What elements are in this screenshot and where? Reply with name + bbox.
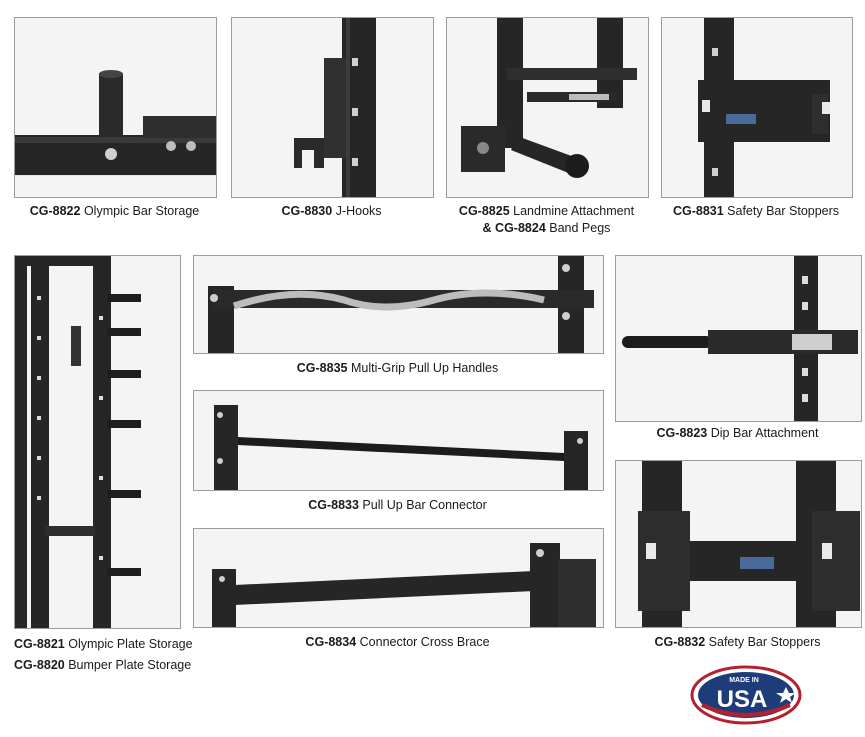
caption-olympic-bar-storage: CG-8822 Olympic Bar Storage	[14, 203, 215, 220]
product-name: Bumper Plate Storage	[68, 658, 192, 672]
product-code: CG-8830	[281, 204, 333, 218]
photo-j-hooks	[231, 17, 434, 198]
safety-stoppers-illustration	[698, 18, 830, 197]
photo-safety-bar-stoppers-bottom	[615, 460, 862, 628]
product-name: J-Hooks	[335, 204, 382, 218]
caption-safety-bar-stoppers-bottom: CG-8832 Safety Bar Stoppers	[615, 634, 860, 651]
product-name: Olympic Plate Storage	[68, 637, 193, 651]
product-code: CG-8823	[656, 426, 708, 440]
pull-up-bar-illustration	[214, 405, 588, 490]
product-code: CG-8821	[14, 637, 65, 651]
product-name: Safety Bar Stoppers	[708, 635, 821, 649]
olympic-bar-storage-illustration	[15, 70, 216, 176]
photo-landmine-attachment	[446, 17, 649, 198]
product-code: CG-8833	[308, 498, 359, 512]
photo-multi-grip-handles	[193, 255, 604, 354]
product-name: Dip Bar Attachment	[710, 426, 819, 440]
product-name: Connector Cross Brace	[359, 635, 490, 649]
photo-pull-up-bar-connector	[193, 390, 604, 491]
photo-plate-storage	[14, 255, 181, 629]
product-code: & CG-8824	[482, 221, 546, 235]
caption-safety-bar-stoppers-top: CG-8831 Safety Bar Stoppers	[661, 203, 851, 220]
product-name: Olympic Bar Storage	[83, 204, 200, 218]
usa-badge-icon: MADE IN USA	[690, 665, 802, 725]
product-code: CG-8822	[29, 204, 81, 218]
caption-connector-cross-brace: CG-8834 Connector Cross Brace	[193, 634, 602, 651]
badge-top-text: MADE IN	[729, 677, 759, 684]
product-name: Landmine Attachment	[513, 204, 635, 218]
photo-olympic-bar-storage	[14, 17, 217, 198]
made-in-usa-badge: MADE IN USA	[690, 665, 802, 725]
product-code: CG-8835	[296, 361, 348, 375]
product-code: CG-8825	[458, 204, 510, 218]
caption-j-hooks: CG-8830 J-Hooks	[231, 203, 432, 220]
multi-grip-illustration	[208, 256, 594, 353]
safety-stoppers-bottom-illustration	[638, 461, 860, 627]
caption-dip-bar-attachment: CG-8823 Dip Bar Attachment	[615, 425, 860, 442]
caption-plate-storage: CG-8821 Olympic Plate Storage CG-8820 Bu…	[14, 634, 214, 676]
photo-dip-bar-attachment	[615, 255, 862, 422]
photo-safety-bar-stoppers-top	[661, 17, 853, 198]
caption-pull-up-bar-connector: CG-8833 Pull Up Bar Connector	[193, 497, 602, 514]
product-code: CG-8831	[672, 204, 724, 218]
product-name: Safety Bar Stoppers	[727, 204, 840, 218]
product-name: Multi-Grip Pull Up Handles	[350, 361, 499, 375]
plate-storage-illustration	[15, 256, 141, 628]
product-code: CG-8834	[305, 635, 357, 649]
product-name: Pull Up Bar Connector	[362, 498, 487, 512]
product-name: Band Pegs	[549, 221, 611, 235]
dip-bar-illustration	[622, 256, 858, 421]
photo-connector-cross-brace	[193, 528, 604, 628]
j-hooks-illustration	[294, 18, 376, 197]
cross-brace-illustration	[212, 543, 596, 627]
caption-landmine-attachment: CG-8825 Landmine Attachment & CG-8824 Ba…	[446, 203, 647, 237]
product-code: CG-8832	[654, 635, 706, 649]
badge-main-text: USA	[717, 686, 768, 713]
caption-multi-grip-handles: CG-8835 Multi-Grip Pull Up Handles	[193, 360, 602, 377]
product-code: CG-8820	[14, 658, 65, 672]
landmine-illustration	[461, 18, 637, 178]
